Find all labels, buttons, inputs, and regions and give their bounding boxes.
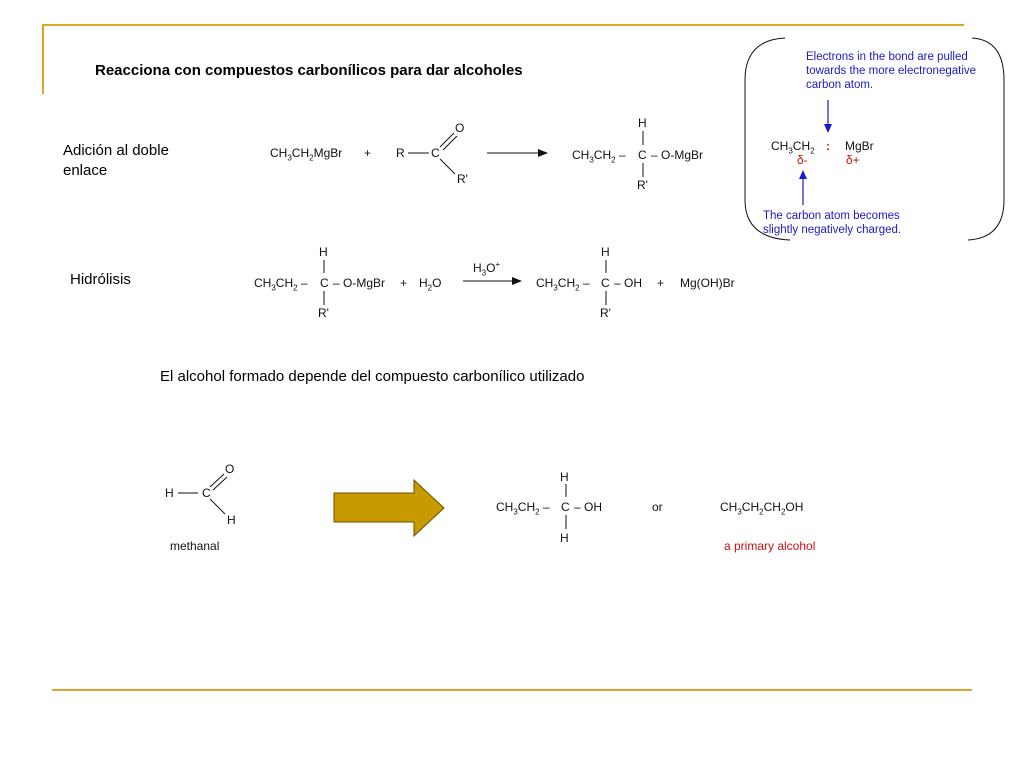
callout-delta-minus: δ- [797,153,808,167]
bond-C-O-2 [442,135,458,151]
plus-sign-3: + [657,276,665,290]
propanol: CH3CH2CH2OH [720,500,804,517]
carbonyl-Rprime: R' [457,172,468,186]
label-depends: El alcohol formado depende del compuesto… [160,368,585,385]
product1-C: C [638,148,647,162]
callout-left-bracket [744,37,791,241]
product1-H: H [638,116,647,130]
callout-bottom-text: The carbon atom becomes slightly negativ… [763,210,902,236]
callout-arrow-up-head [799,170,807,179]
reactant2-Rprime: R' [318,306,329,320]
product3-C: C [561,500,570,514]
methanal-H-bottom: H [227,513,236,527]
reactant2-C: C [320,276,329,290]
product3-H-bottom: H [560,531,569,545]
product1-Rprime: R' [637,178,648,192]
hydronium: H3O+ [473,260,501,278]
callout-delta-plus: δ+ [846,153,860,167]
arrow1-head [538,149,548,157]
callout-mgbr: MgBr [845,139,874,153]
methanal-C: C [202,486,211,500]
product2-C: C [601,276,610,290]
reactant2-H: H [319,245,328,259]
bond-C-Rprime [439,158,456,175]
product1-chain: CH3CH2 – [572,148,626,165]
plus-sign: + [364,146,372,160]
product3-H-top: H [560,470,569,484]
callout-top-text: Electrons in the bond are pulled towards… [806,51,977,91]
plus-sign-2: + [400,276,408,290]
methanal-bond-C-O-1 [209,473,225,488]
left-rule [42,24,44,94]
product1-OMgBr: – O-MgBr [651,148,704,162]
methanal-bond-C-O-2 [212,476,228,491]
product2-OH: – OH [614,276,643,290]
carbonyl-C: C [431,146,440,160]
product3-OH: – OH [574,500,603,514]
magnesium-hydroxybromide: Mg(OH)Br [680,276,735,290]
carbonyl-R: R [396,146,405,160]
callout-ch3ch2: CH3CH2 [771,139,815,156]
product2-H: H [601,245,610,259]
product2-Rprime: R' [600,306,611,320]
methanal-H-left: H [165,486,174,500]
grignard-reagent: CH3CH2MgBr [270,146,343,163]
top-rule [42,24,964,26]
bond-C-O-1 [439,132,455,148]
bottom-rule [52,689,972,691]
methanal-O: O [225,462,235,476]
reactant2-chain: CH3CH2 – [254,276,308,293]
reactant2-OMgBr: – O-MgBr [333,276,386,290]
label-hidrolisis: Hidrólisis [70,271,131,288]
or-text: or [652,500,663,514]
water: H2O [419,276,442,293]
product2-chain: CH3CH2 – [536,276,590,293]
label-adicion: Adición al doble enlace [63,142,169,179]
product3-chain: CH3CH2 – [496,500,550,517]
slide-title: Reacciona con compuestos carbonílicos pa… [95,62,523,79]
arrow2-head [512,277,522,285]
primary-alcohol-label: a primary alcohol [724,539,816,553]
methanal-label: methanal [170,539,220,553]
callout-arrow-down-head [824,124,832,133]
callout-colon: : [826,139,830,153]
big-arrow [333,478,445,538]
carbonyl-O: O [455,121,465,135]
callout-right-bracket [967,37,1005,241]
methanal-bond-C-H [209,498,226,515]
